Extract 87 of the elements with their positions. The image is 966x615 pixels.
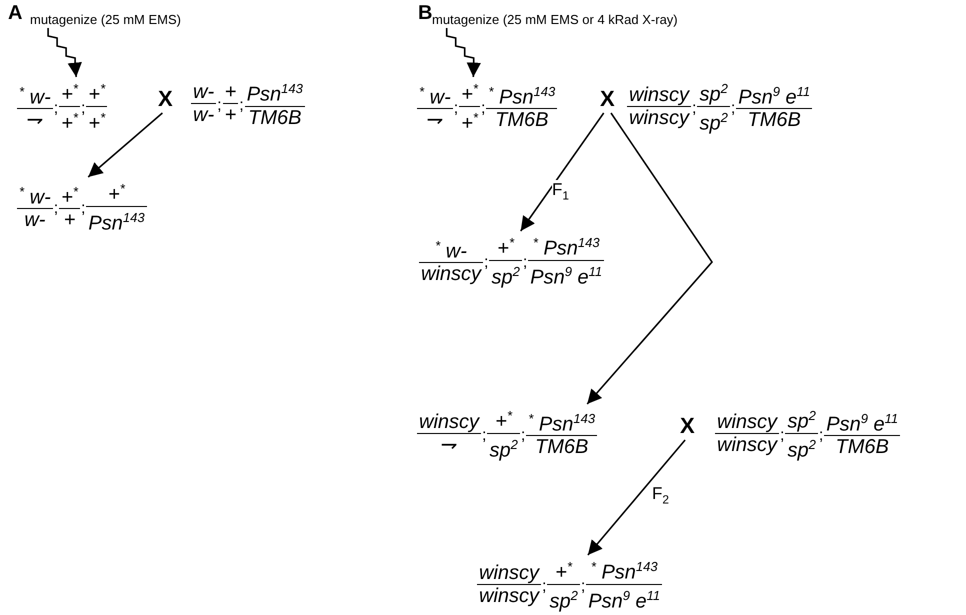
allele-text: +	[222, 80, 238, 104]
allele-text: w-	[191, 80, 216, 104]
separator-text: ;	[80, 100, 86, 118]
allele-text: w-	[23, 209, 46, 232]
allele-text: +$^{*}$	[87, 108, 106, 134]
allele-text: $^{*}$ Psn$^{143}$	[526, 408, 598, 436]
separator-text: ;	[238, 97, 245, 116]
allele-text: $^{*}$ w-	[417, 80, 453, 110]
wavy-arrow	[47, 28, 82, 78]
cross-symbol: X	[158, 86, 173, 112]
allele-text: +$^{*}$	[59, 78, 80, 107]
cross-symbol: X	[600, 86, 615, 112]
separator-text: ;	[481, 427, 488, 446]
separator-text: ;	[480, 100, 486, 118]
allele-text: sp$^{2}$	[548, 586, 579, 612]
allele-text: $^{*}$ Psn$^{143}$	[486, 80, 558, 110]
allele-text: +	[62, 209, 76, 232]
allele-text: +$^{*}$	[86, 178, 147, 207]
allele-text: +	[224, 104, 238, 126]
arrow	[587, 439, 686, 556]
panel-letter: A	[8, 2, 22, 25]
edge-label: F$_{2}$	[652, 484, 670, 506]
allele-text: +$^{*}$	[487, 405, 520, 434]
allele-text: Psn$^{9}$ e$^{11}$	[529, 262, 604, 288]
allele-text: winscy	[477, 562, 542, 585]
allele-text: sp$^{2}$	[488, 436, 519, 462]
allele-text: +$^{*}$	[86, 78, 108, 107]
allele-text: TM6B	[494, 109, 550, 132]
allele-text: Psn$^{9}$ e$^{11}$	[587, 586, 662, 612]
allele-text: $^{*}$ w-	[17, 80, 53, 110]
allele-text: TM6B	[834, 436, 890, 458]
wavy-arrow	[446, 28, 482, 78]
allele-text: winscy	[627, 84, 692, 107]
note-text: mutagenize (25 mM EMS)	[30, 12, 181, 27]
separator-text: ;	[216, 97, 223, 116]
allele-text: winscy	[715, 410, 780, 434]
allele-text: $^{*}$ Psn$^{143}$	[528, 232, 604, 261]
panel-letter: B	[418, 2, 432, 25]
allele-text: TM6B	[746, 109, 802, 132]
allele-text: winscy	[716, 434, 778, 456]
allele-text: $^{*}$ Psn$^{143}$	[586, 556, 662, 585]
allele-text: ⇁	[25, 109, 44, 132]
arrow	[520, 112, 604, 232]
separator-text: ;	[580, 578, 586, 596]
allele-text: Psn$^{9}$ e$^{11}$	[824, 408, 900, 436]
separator-text: ;	[80, 200, 86, 218]
separator-text: ;	[691, 100, 698, 118]
edge-label: F$_{1}$	[552, 180, 570, 202]
allele-text: sp$^{2}$	[785, 405, 818, 434]
allele-text: sp$^{2}$	[786, 436, 817, 462]
separator-text: ;	[520, 427, 526, 446]
allele-text: ⇁	[425, 109, 444, 132]
allele-text: +$^{*}$	[489, 232, 522, 261]
allele-text: ⇁	[440, 434, 458, 456]
separator-text: ;	[818, 427, 824, 446]
allele-text: +$^{*}$	[59, 180, 80, 210]
allele-text: $^{*}$ w-	[17, 180, 53, 210]
allele-text: +$^{*}$	[60, 108, 79, 134]
allele-text: +$^{*}$	[547, 556, 580, 585]
allele-text: Psn$^{143}$	[87, 208, 146, 234]
allele-text: winscy	[478, 584, 540, 607]
allele-text: Psn$^{143}$	[244, 78, 305, 107]
allele-text: +$^{*}$	[459, 78, 480, 107]
cross-symbol: X	[680, 413, 695, 439]
separator-text: ;	[452, 100, 460, 118]
allele-text: winscy	[417, 410, 482, 434]
arrow	[88, 112, 163, 178]
allele-text: +$^{*}$	[460, 108, 479, 134]
allele-text: w-	[192, 104, 216, 126]
separator-text: ;	[483, 254, 490, 272]
allele-text: $^{*}$ w-	[419, 234, 484, 264]
separator-text: ;	[541, 578, 548, 596]
allele-text: sp$^{2}$	[490, 262, 521, 288]
allele-text: TM6B	[247, 106, 302, 129]
allele-text: Psn$^{9}$ e$^{11}$	[736, 80, 812, 110]
allele-text: winscy	[628, 106, 690, 129]
allele-text: winscy	[420, 263, 482, 286]
arrow	[586, 112, 713, 405]
separator-text: ;	[730, 100, 736, 118]
separator-text: ;	[522, 254, 528, 272]
separator-text: ;	[779, 427, 786, 446]
note-text: mutagenize (25 mM EMS or 4 kRad X-ray)	[432, 12, 678, 27]
separator-text: ;	[52, 100, 60, 118]
allele-text: TM6B	[534, 436, 590, 458]
allele-text: sp$^{2}$	[698, 108, 729, 134]
separator-text: ;	[52, 200, 60, 218]
allele-text: sp$^{2}$	[697, 78, 730, 107]
